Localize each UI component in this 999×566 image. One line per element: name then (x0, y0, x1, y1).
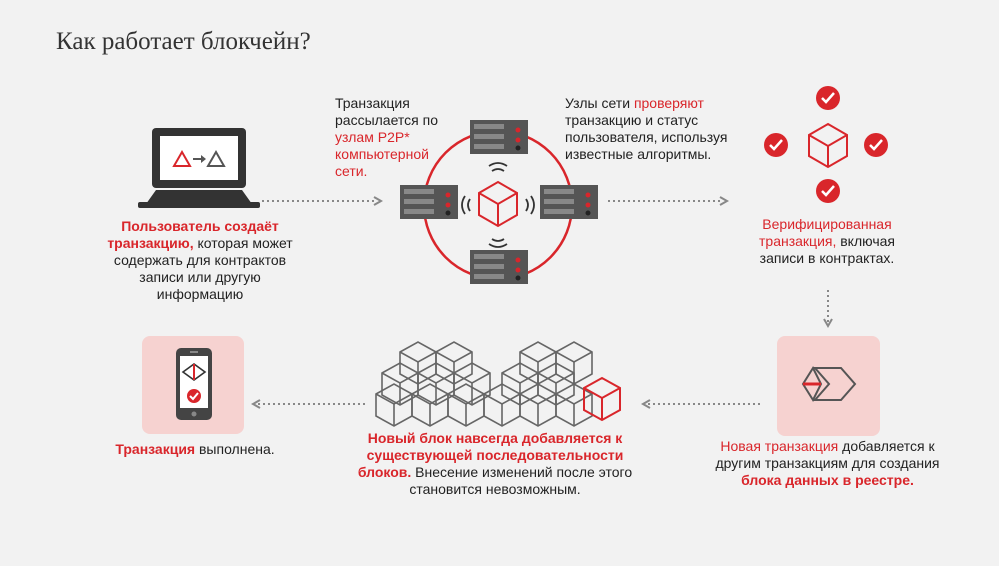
phone-done-icon (176, 348, 212, 420)
server-top (470, 120, 528, 154)
server-left (400, 185, 458, 219)
server-bottom (470, 250, 528, 284)
step1-caption: Пользователь создаёт транзакцию, которая… (95, 218, 305, 303)
page-title: Как работает блокчейн? (56, 28, 311, 55)
arrow-down (823, 290, 833, 329)
p2p-network-icon (400, 120, 598, 284)
merge-block-icon (801, 365, 857, 403)
center-block (478, 180, 518, 228)
step3-caption-red: проверяют (633, 95, 704, 111)
step7-box (142, 336, 244, 434)
signal-waves (461, 162, 535, 248)
check-icon (816, 179, 840, 203)
step6-caption-red: Новый блок навсегда добавляется к сущест… (357, 430, 624, 480)
step3-caption: Узлы сети проверяют транзакцию и статус … (565, 95, 730, 163)
laptop-transaction-icon (138, 128, 260, 208)
step7-caption: Транзакция выполнена. (95, 441, 295, 458)
step2-caption-red: узлам P2P* компьютерной сети. (335, 129, 429, 179)
chain-of-blocks-icon (375, 341, 621, 427)
arrow-left-1 (640, 399, 762, 409)
check-icon (816, 86, 840, 110)
server-right (540, 185, 598, 219)
step3-caption-b: транзакцию и статус пользователя, исполь… (565, 112, 728, 162)
arrow-right-2 (608, 196, 730, 206)
verified-block-icon (764, 86, 888, 203)
step1-caption-red: Пользователь создаёт транзакцию, (107, 218, 279, 251)
step7-caption-rest: выполнена. (195, 441, 275, 457)
step7-caption-red: Транзакция (115, 441, 196, 457)
step5-caption-red1: Новая транзакция (720, 438, 839, 454)
step5-box (777, 336, 880, 436)
step2-caption: Транзакция рассылается по узлам P2P* ком… (335, 95, 445, 180)
step5-caption-mid: добавляется к другим транзакциям для соз… (715, 438, 940, 471)
step4-caption: Верифицированная транзакция, включая зап… (747, 216, 907, 267)
step4-caption-rest: включая записи в контрактах. (759, 233, 895, 266)
step5-caption-red2: блока данных в реестре. (741, 472, 914, 488)
step6-caption-rest: Внесение изменений после этого становитс… (409, 464, 633, 497)
step2-caption-a: Транзакция рассылается по (335, 95, 439, 128)
check-icon (864, 133, 888, 157)
step1-caption-rest: которая может содержать для контрактов з… (113, 235, 293, 302)
check-icon (764, 133, 788, 157)
step3-caption-a: Узлы сети (565, 95, 634, 111)
step6-caption: Новый блок навсегда добавляется к сущест… (345, 430, 645, 498)
step4-caption-red: Верифицированная транзакция, (759, 216, 892, 249)
arrow-right-1 (262, 196, 384, 206)
step5-caption: Новая транзакция добавляется к другим тр… (700, 438, 955, 489)
arrow-left-2 (250, 399, 368, 409)
